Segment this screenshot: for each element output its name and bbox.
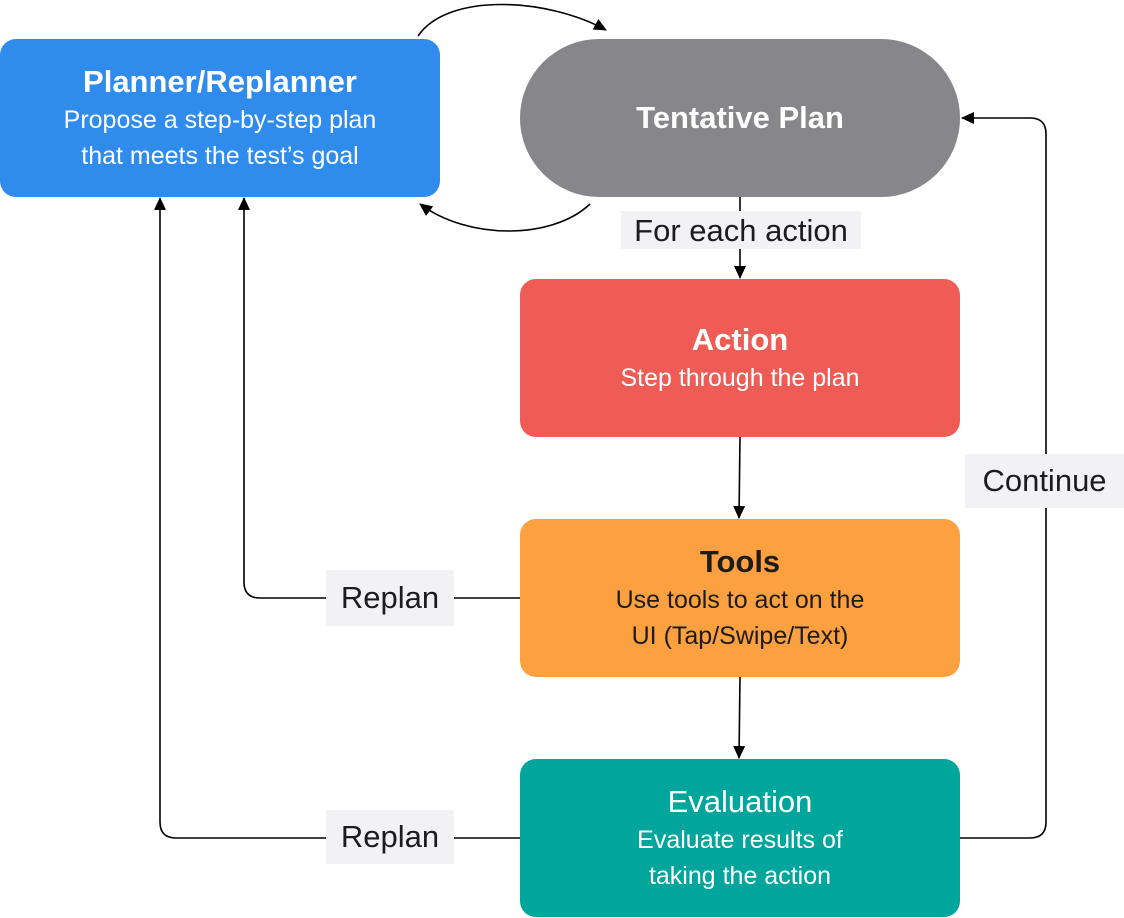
evaluation-node: Evaluation Evaluate results of taking th… (520, 759, 960, 917)
tentative-plan-title: Tentative Plan (636, 100, 844, 135)
arrow-tools-to-evaluation (733, 676, 746, 759)
action-title: Action (691, 322, 789, 357)
action-node: Action Step through the plan (520, 279, 960, 437)
replan-label-tools: Replan (326, 570, 454, 626)
arrow-replan-from-tools (238, 197, 520, 599)
tools-description-line-1: Use tools to act on the (615, 586, 865, 614)
arrow-action-to-tools (733, 436, 746, 519)
action-description: Step through the plan (620, 364, 860, 392)
evaluation-description-line-1: Evaluate results of (637, 826, 843, 854)
tools-description-line-2: UI (Tap/Swipe/Text) (631, 622, 849, 650)
tentative-plan-node: Tentative Plan (520, 39, 960, 197)
planner-replanner-node: Planner/Replanner Propose a step-by-step… (0, 39, 440, 197)
arrow-replan-from-evaluation (154, 197, 520, 839)
arrow-tentative-to-planner (419, 203, 591, 232)
continue-label: Continue (965, 454, 1124, 508)
tools-node: Tools Use tools to act on the UI (Tap/Sw… (520, 519, 960, 677)
replan-label-evaluation: Replan (326, 810, 454, 864)
evaluation-title: Evaluation (667, 784, 813, 819)
for-each-action-label: For each action (621, 211, 861, 249)
tools-title: Tools (699, 544, 781, 579)
planner-description-line-1: Propose a step-by-step plan (63, 106, 377, 134)
planner-description-line-2: that meets the test’s goal (81, 142, 359, 170)
arrow-planner-to-tentative (417, 3, 607, 37)
evaluation-description-line-2: taking the action (648, 862, 832, 890)
planner-title: Planner/Replanner (83, 64, 357, 99)
